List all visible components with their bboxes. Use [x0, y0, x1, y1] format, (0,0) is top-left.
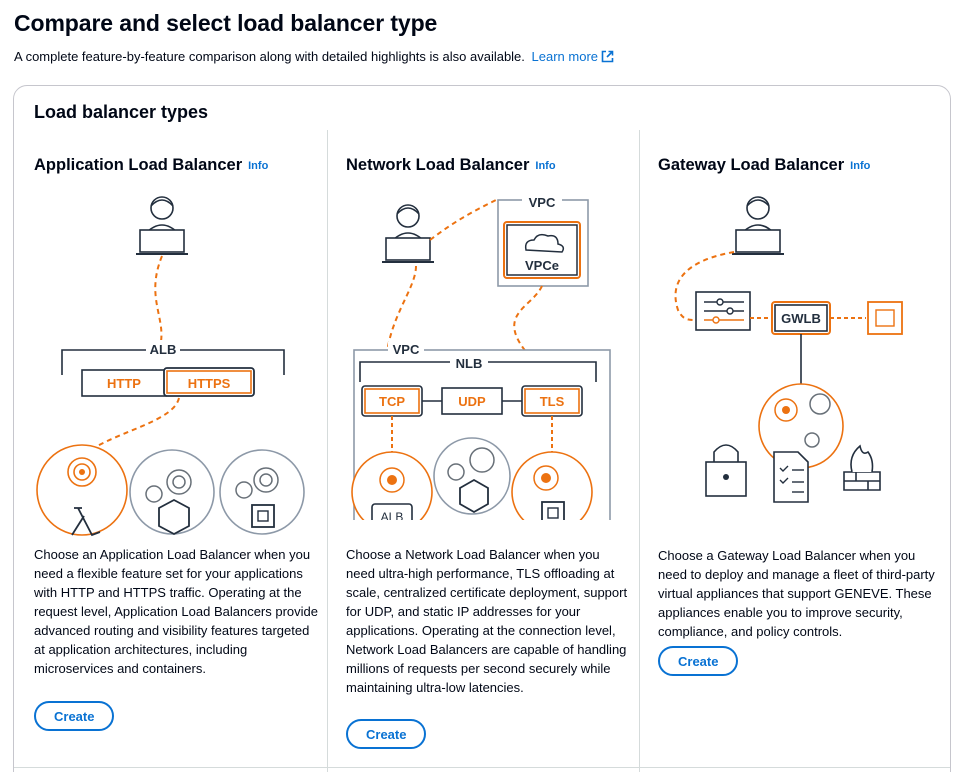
bottom-divider	[14, 767, 950, 768]
alb-title-text: Application Load Balancer	[34, 156, 243, 174]
alb-title: Application Load Balancer Info	[34, 156, 268, 175]
nlb-title-text: Network Load Balancer	[346, 156, 530, 174]
alb-column: Application Load Balancer Info ALB HTTP H…	[34, 130, 326, 772]
lock-icon	[705, 444, 747, 497]
page-description: A complete feature-by-feature comparison…	[14, 49, 614, 64]
lambda-target-icon	[36, 444, 128, 537]
compliance-checklist-icon	[773, 451, 809, 503]
instance-target-icon	[511, 451, 593, 520]
learn-more-label: Learn more	[531, 49, 599, 64]
alb-create-button[interactable]: Create	[34, 701, 114, 731]
top-vpc-label: VPC	[529, 195, 556, 210]
gwlb-title: Gateway Load Balancer Info	[658, 156, 870, 175]
alb-diagram: ALB HTTP HTTPS	[36, 196, 305, 537]
udp-listener-label: UDP	[458, 394, 486, 409]
alb-description: Choose an Application Load Balancer when…	[34, 547, 319, 676]
nlb-description: Choose a Network Load Balancer when you …	[346, 547, 628, 695]
learn-more-link[interactable]: Learn more	[532, 49, 614, 64]
gwlb-column: Gateway Load Balancer Info	[639, 130, 939, 772]
nlb-title: Network Load Balancer Info	[346, 156, 556, 175]
gwlb-diagram: GWLB	[674, 196, 903, 503]
section-title: Load balancer types	[34, 102, 209, 122]
gwlb-description: Choose a Gateway Load Balancer when you …	[658, 548, 935, 639]
tcp-listener-label: TCP	[379, 394, 405, 409]
http-listener-label: HTTP	[107, 376, 141, 391]
targets-group-icon	[758, 383, 844, 469]
user-laptop-icon	[382, 204, 434, 263]
vpce-label: VPCe	[525, 258, 559, 273]
alb-label: ALB	[150, 342, 177, 357]
load-balancer-types-container: Load balancer types Application Load Bal…	[13, 85, 951, 772]
gwlb-label: GWLB	[781, 311, 821, 326]
nlb-create-button[interactable]: Create	[346, 719, 426, 749]
tls-listener-label: TLS	[540, 394, 565, 409]
page-title: Compare and select load balancer type	[14, 10, 438, 36]
appliance-chip-icon	[867, 301, 903, 335]
nlb-diagram: VPC VPCe VPC NLB TCP	[351, 192, 611, 520]
alb-target-icon: ALB	[351, 451, 433, 520]
nlb-column: Network Load Balancer Info VPC VPCe	[327, 130, 638, 772]
user-laptop-icon	[136, 196, 188, 255]
vpce-cloud-icon	[524, 233, 565, 253]
nlb-info-link[interactable]: Info	[535, 160, 556, 172]
nlb-label: NLB	[456, 356, 483, 371]
alb-info-link[interactable]: Info	[248, 160, 269, 172]
firewall-icon	[843, 444, 881, 491]
appliance-settings-icon	[695, 291, 751, 331]
user-laptop-icon	[732, 196, 784, 255]
gwlb-create-button[interactable]: Create	[658, 646, 738, 676]
vpc-label: VPC	[393, 342, 420, 357]
gwlb-title-text: Gateway Load Balancer	[658, 156, 845, 174]
container-target-icon	[433, 437, 511, 515]
external-link-icon	[601, 50, 614, 63]
instance-target-icon	[219, 449, 305, 535]
container-target-icon	[129, 449, 215, 536]
gwlb-info-link[interactable]: Info	[850, 160, 871, 172]
https-listener-label: HTTPS	[188, 376, 231, 391]
page-description-text: A complete feature-by-feature comparison…	[14, 49, 525, 64]
alb-target-label: ALB	[381, 510, 404, 520]
